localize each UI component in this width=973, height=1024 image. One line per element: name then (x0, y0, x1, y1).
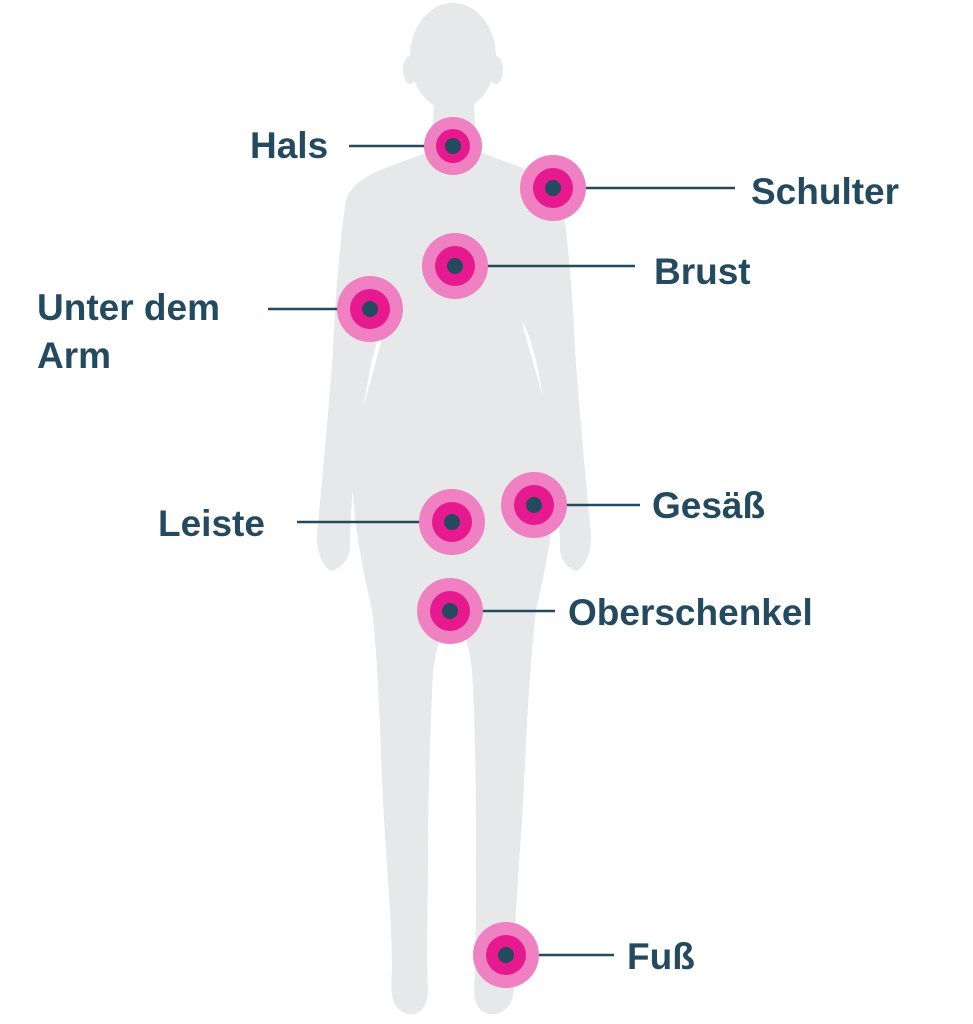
marker-schulter: Schulter (520, 155, 899, 221)
label-line-fuss-0: Fuß (627, 936, 695, 977)
marker-center-dot-leiste (444, 514, 460, 530)
label-line-schulter-0: Schulter (751, 171, 899, 212)
label-line-gesaess-0: Gesäß (652, 485, 765, 526)
label-line-unter-dem-arm-0: Unter dem (37, 287, 220, 328)
label-fuss: Fuß (627, 936, 695, 977)
label-leiste: Leiste (158, 503, 265, 544)
label-line-oberschenkel-0: Oberschenkel (568, 592, 813, 633)
marker-hals: Hals (250, 117, 482, 175)
label-line-leiste-0: Leiste (158, 503, 265, 544)
marker-center-dot-brust (447, 258, 463, 274)
label-hals: Hals (250, 125, 328, 166)
label-oberschenkel: Oberschenkel (568, 592, 813, 633)
label-line-hals-0: Hals (250, 125, 328, 166)
marker-fuss: Fuß (473, 922, 695, 988)
marker-gesaess: Gesäß (501, 472, 765, 538)
label-line-unter-dem-arm-1: Arm (37, 335, 111, 376)
marker-center-dot-schulter (545, 180, 561, 196)
marker-center-dot-hals (445, 138, 461, 154)
label-line-brust-0: Brust (654, 251, 751, 292)
label-gesaess: Gesäß (652, 485, 765, 526)
marker-oberschenkel: Oberschenkel (417, 578, 813, 644)
marker-center-dot-oberschenkel (442, 603, 458, 619)
marker-center-dot-unter-dem-arm (362, 301, 378, 317)
label-brust: Brust (654, 251, 751, 292)
marker-center-dot-fuss (498, 947, 514, 963)
marker-brust: Brust (422, 233, 751, 299)
marker-leiste: Leiste (158, 489, 485, 555)
marker-center-dot-gesaess (526, 497, 542, 513)
label-schulter: Schulter (751, 171, 899, 212)
